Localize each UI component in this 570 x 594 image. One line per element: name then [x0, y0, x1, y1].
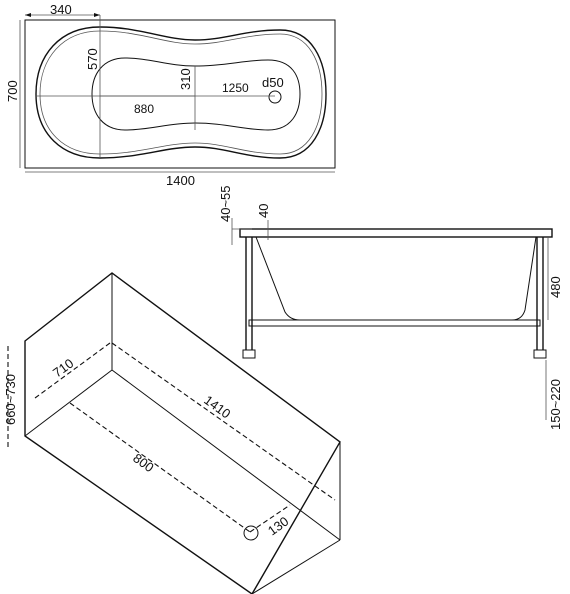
iso-edge — [111, 369, 341, 541]
iso-drain-icon — [243, 525, 259, 541]
dim-label-depth: 480 — [548, 276, 563, 298]
dim-line-710 — [34, 342, 111, 399]
arrow-icon — [94, 13, 100, 17]
dim-label-inner-length: 880 — [134, 102, 154, 116]
dim-label-offset: 340 — [50, 2, 72, 17]
side-view-right-foot — [533, 349, 547, 359]
dim-label-leg-height: 150~220 — [548, 379, 563, 430]
dim-line-1410 — [111, 342, 336, 501]
top-view-outer-rim-inner — [39, 30, 323, 155]
top-view-basin — [91, 57, 301, 131]
dim-label-width: 710 — [50, 356, 76, 381]
top-view-outline — [24, 19, 336, 169]
side-view: 40~55 40 480 150~220 — [218, 185, 563, 430]
dim-label-inner-width: 570 — [85, 48, 100, 70]
top-view-drain-icon — [268, 90, 282, 104]
iso-edge — [24, 369, 113, 437]
top-view: 340 570 310 1250 d50 880 700 1400 — [5, 2, 336, 188]
arrow-icon — [25, 13, 31, 17]
dim-label-inner-depth: 310 — [178, 68, 193, 90]
drain-label: d50 — [262, 75, 284, 90]
dim-line-130 — [249, 504, 291, 533]
top-view-outer-rim — [35, 26, 327, 159]
dim-label-inner-length: 800 — [130, 450, 156, 475]
side-view-basin — [255, 236, 537, 321]
dim-label-drain-offset: 1250 — [222, 81, 249, 95]
dim-line-800 — [69, 402, 251, 533]
dim-label-height: 660~730 — [3, 374, 18, 425]
dim-label-rim: 40 — [256, 204, 271, 218]
dim-label-length: 1400 — [166, 173, 195, 188]
side-view-crossbar — [248, 319, 541, 327]
iso-outer-block — [24, 272, 341, 594]
iso-view: 660~730 710 1410 800 130 — [3, 272, 341, 594]
dim-label-width: 700 — [5, 80, 20, 102]
iso-edge — [251, 539, 341, 594]
dim-label-drain: 130 — [265, 514, 291, 539]
dim-label-rim-height: 40~55 — [218, 185, 233, 222]
side-view-rim — [239, 228, 553, 238]
side-view-left-foot — [242, 349, 256, 359]
